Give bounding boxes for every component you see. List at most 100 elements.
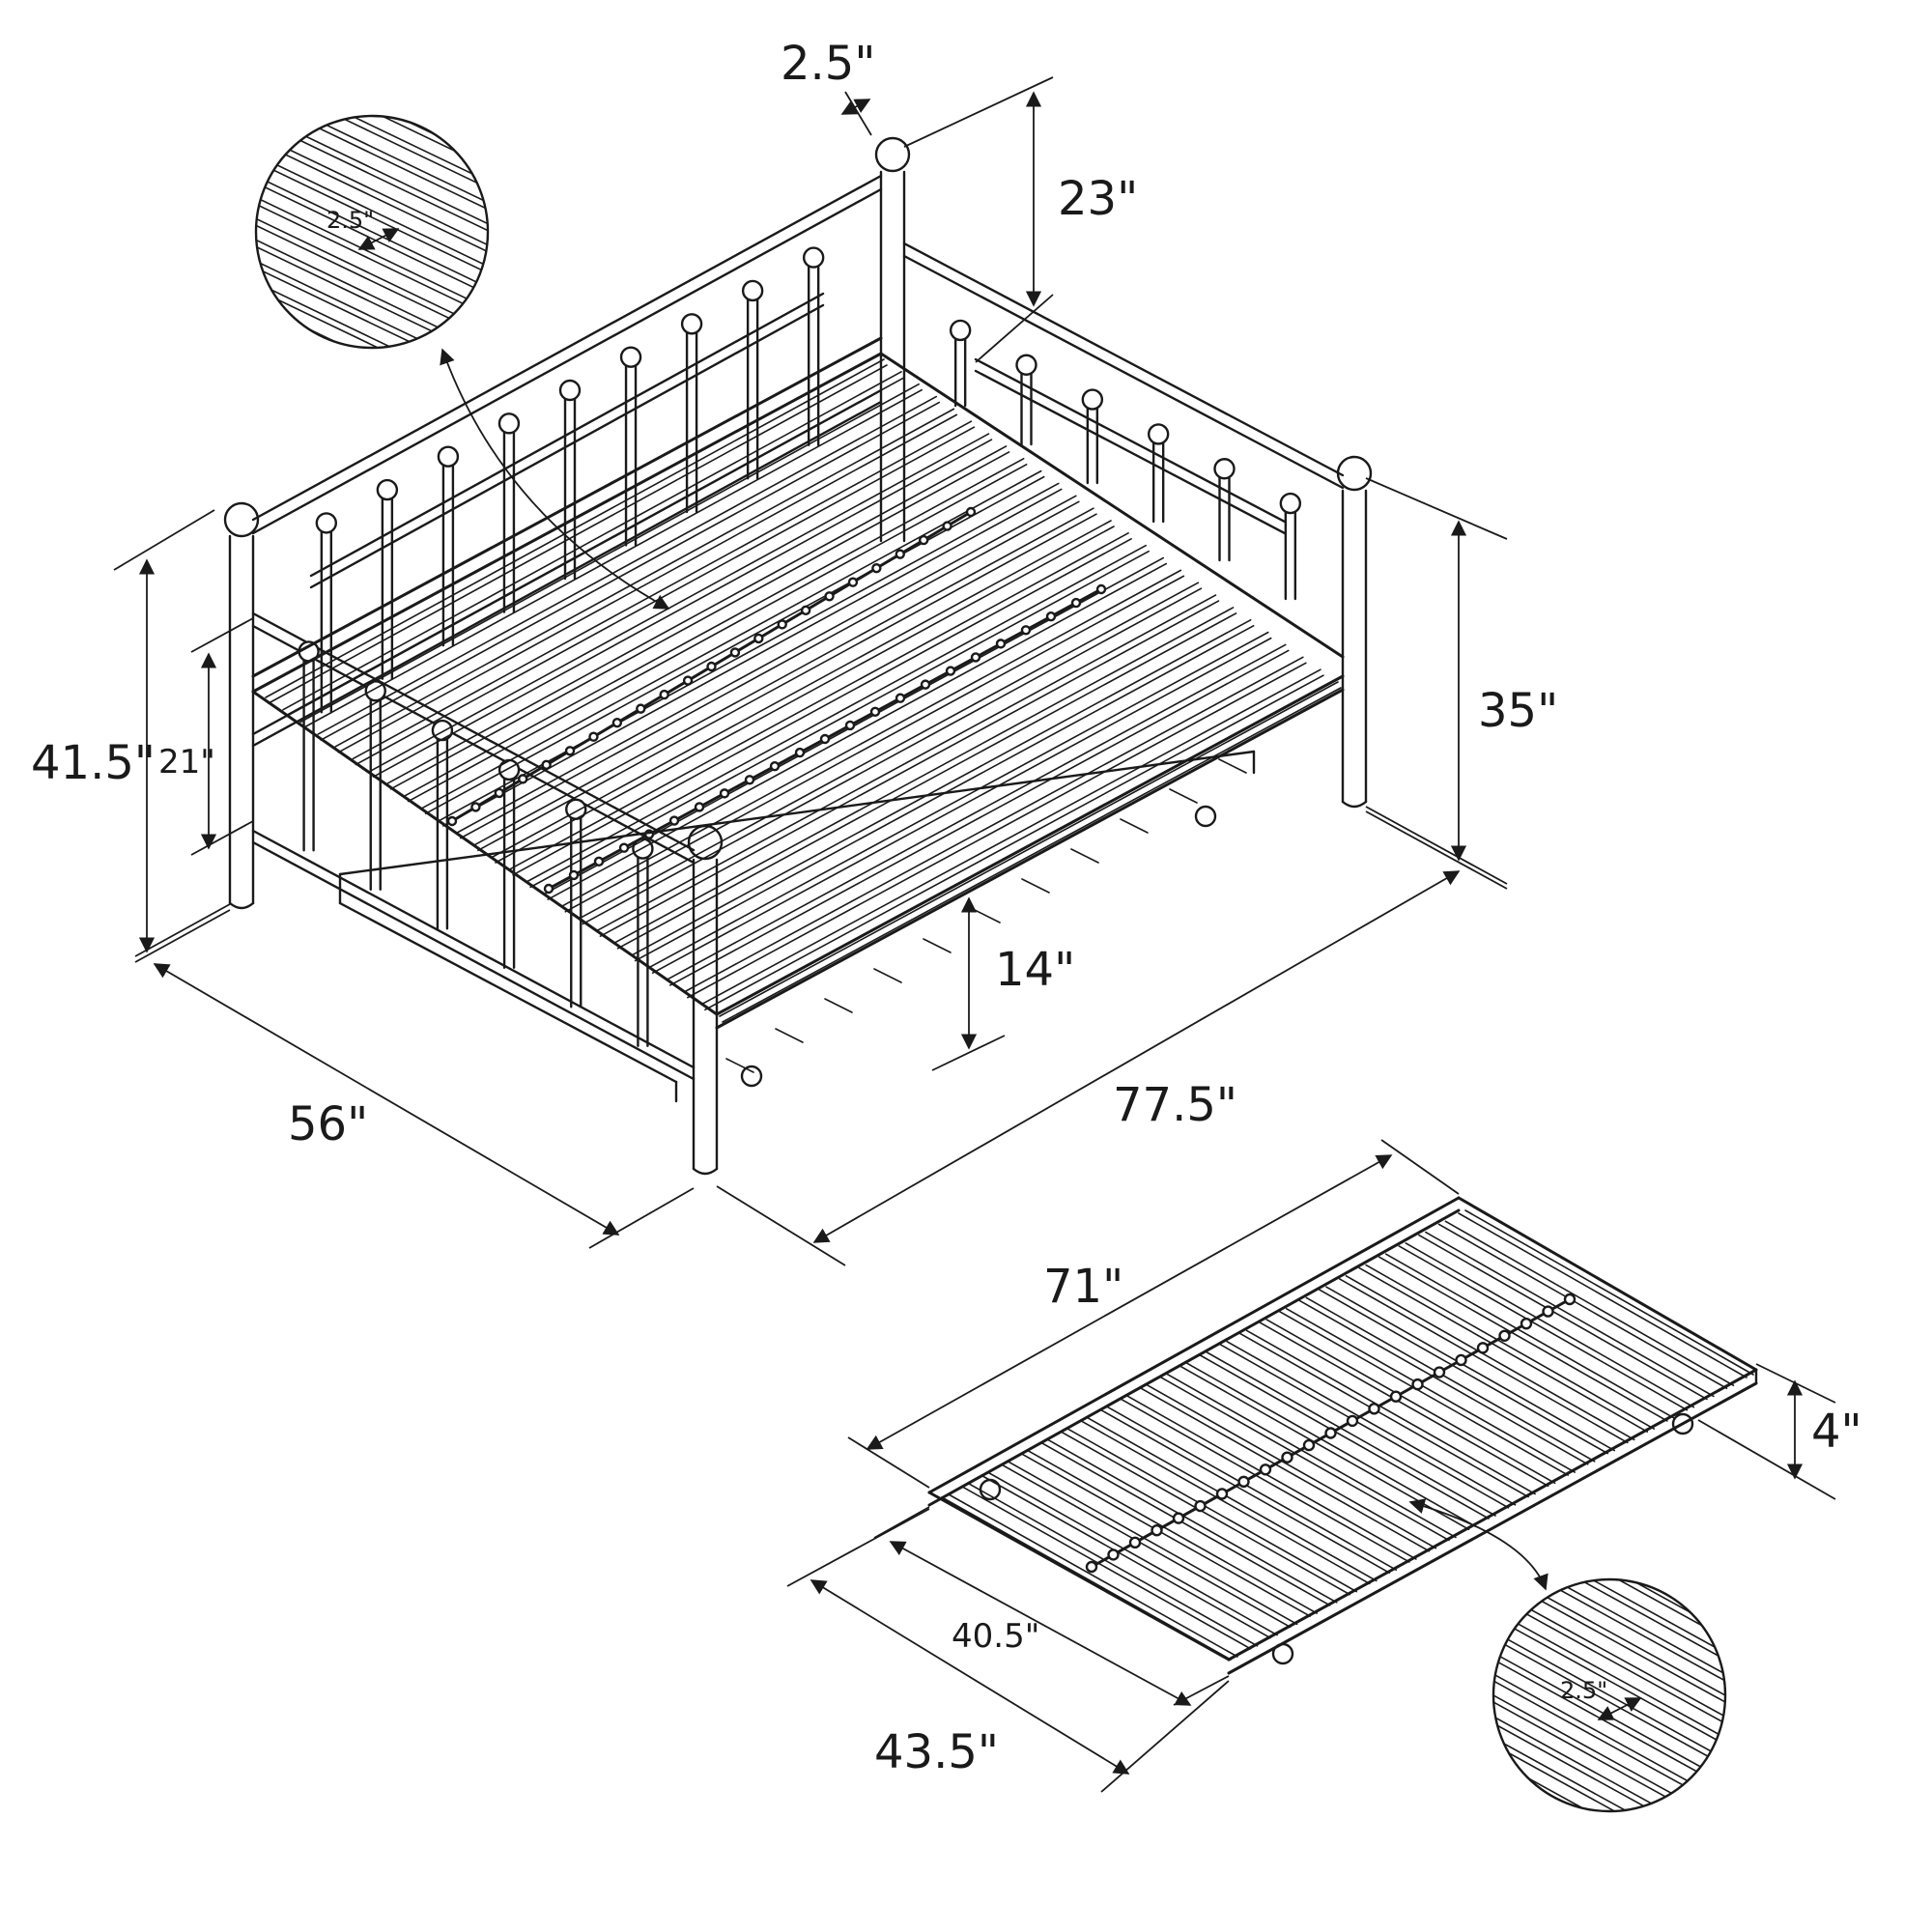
magnified-slat — [1493, 1652, 1725, 1811]
trundle-slat — [1405, 1242, 1695, 1408]
spindle-knob — [1147, 423, 1170, 445]
deck-slat — [668, 649, 1290, 986]
trundle-slat — [1286, 1307, 1576, 1473]
slat-clip — [844, 720, 856, 731]
front-post — [687, 824, 724, 1176]
slat-clip — [1259, 1463, 1272, 1476]
trundle-slat — [1020, 1452, 1311, 1617]
slat-clip — [1433, 1366, 1446, 1378]
trundle-slat — [1325, 1286, 1616, 1452]
slat-callout-bottom: 2.5" — [1408, 1498, 1727, 1813]
magnified-slat — [1493, 1579, 1725, 1682]
slat-clip — [1389, 1390, 1403, 1403]
deck-slat — [285, 377, 905, 717]
slat-clip — [970, 652, 981, 663]
slat-clip — [1215, 1488, 1229, 1500]
deck-slat — [492, 520, 1112, 858]
deck-slat — [582, 587, 1203, 925]
magnified-slat — [256, 116, 488, 241]
spindle-knob — [1213, 458, 1236, 480]
magnified-slat — [1493, 1579, 1725, 1781]
slat-clip — [564, 746, 576, 756]
magnified-slat — [256, 116, 488, 269]
trundle-slat — [1398, 1245, 1689, 1411]
magnified-slat — [256, 223, 488, 348]
deck-slat — [509, 532, 1129, 870]
magnified-slat — [256, 181, 488, 348]
dim-clearance: 14" — [995, 943, 1075, 997]
deck-slat — [564, 575, 1185, 913]
trundle-slat — [1186, 1362, 1477, 1528]
trundle-slat — [1319, 1289, 1609, 1455]
magnified-slat — [256, 116, 488, 177]
magnified-slat — [1493, 1659, 1725, 1811]
slat-clip — [847, 577, 859, 587]
deck-slat — [495, 526, 1115, 864]
trundle-slat — [1425, 1231, 1715, 1398]
magnified-slat — [1493, 1579, 1725, 1675]
trundle-slat — [1066, 1428, 1358, 1593]
trundle-slat — [1080, 1420, 1371, 1585]
magnified-slat — [256, 116, 488, 184]
deck-slat — [666, 643, 1287, 980]
deck-slat — [404, 457, 1025, 797]
slat-clip — [794, 747, 806, 758]
under-slat — [725, 1058, 754, 1073]
trundle-slat — [1099, 1408, 1391, 1574]
magnified-slat — [1493, 1694, 1725, 1811]
dim-width: 56" — [288, 1097, 368, 1151]
dim-total-height: 41.5" — [31, 736, 156, 790]
trundle-slat — [1444, 1220, 1735, 1387]
deck-slat — [596, 594, 1217, 931]
magnified-slat — [256, 116, 488, 198]
slat-clip — [769, 760, 781, 772]
trundle-slat — [1000, 1463, 1292, 1629]
magnified-slat — [1493, 1716, 1725, 1811]
dim-trundle-width: 43.5" — [874, 1725, 999, 1779]
deck-slat — [613, 607, 1235, 944]
deck-slat — [579, 582, 1200, 920]
spindle-knob — [376, 478, 399, 501]
trundle-slat — [1464, 1209, 1754, 1376]
trundle-slat — [1159, 1376, 1450, 1542]
magnified-slat — [256, 294, 488, 348]
slat-clip — [753, 633, 764, 644]
slat-clip — [1172, 1512, 1185, 1524]
deck-slat — [439, 482, 1060, 821]
trundle-slat — [1418, 1234, 1708, 1401]
deck-slat — [648, 631, 1269, 969]
slat-clip — [1194, 1499, 1207, 1513]
slat-clip — [744, 775, 755, 785]
left-post — [223, 501, 260, 910]
under-slat — [775, 1028, 804, 1043]
slat-clip — [494, 787, 505, 799]
deck-slat — [474, 507, 1094, 846]
callout-top-gap: 2.5" — [327, 207, 374, 234]
trundle-slat — [1179, 1365, 1470, 1531]
dim-headboard-height: 23" — [1058, 172, 1138, 226]
under-slat — [1021, 878, 1050, 894]
trundle-slat — [1259, 1321, 1549, 1488]
slat-clip — [1563, 1293, 1577, 1306]
deck-slat — [704, 674, 1324, 1011]
slat-clip — [568, 869, 580, 881]
trundle-slat — [1219, 1343, 1510, 1509]
slat-clip — [1281, 1451, 1293, 1463]
deck-slat — [631, 618, 1252, 956]
spindle-knob — [315, 512, 338, 534]
slat-clip — [995, 639, 1007, 649]
dim-trundle-length: 71" — [1043, 1260, 1123, 1314]
trundle-slat — [1106, 1406, 1398, 1571]
deck-slat — [372, 439, 993, 778]
magnified-slat — [1493, 1579, 1725, 1718]
slat-clip — [588, 731, 599, 742]
dim-post-width: 2.5" — [781, 37, 875, 91]
slat-clip — [1455, 1353, 1467, 1367]
right-end-panel — [902, 242, 1345, 601]
deck-slat — [299, 383, 920, 724]
spindle-knob — [1279, 492, 1302, 515]
slat-clip — [611, 717, 623, 728]
under-slat — [972, 908, 1001, 923]
